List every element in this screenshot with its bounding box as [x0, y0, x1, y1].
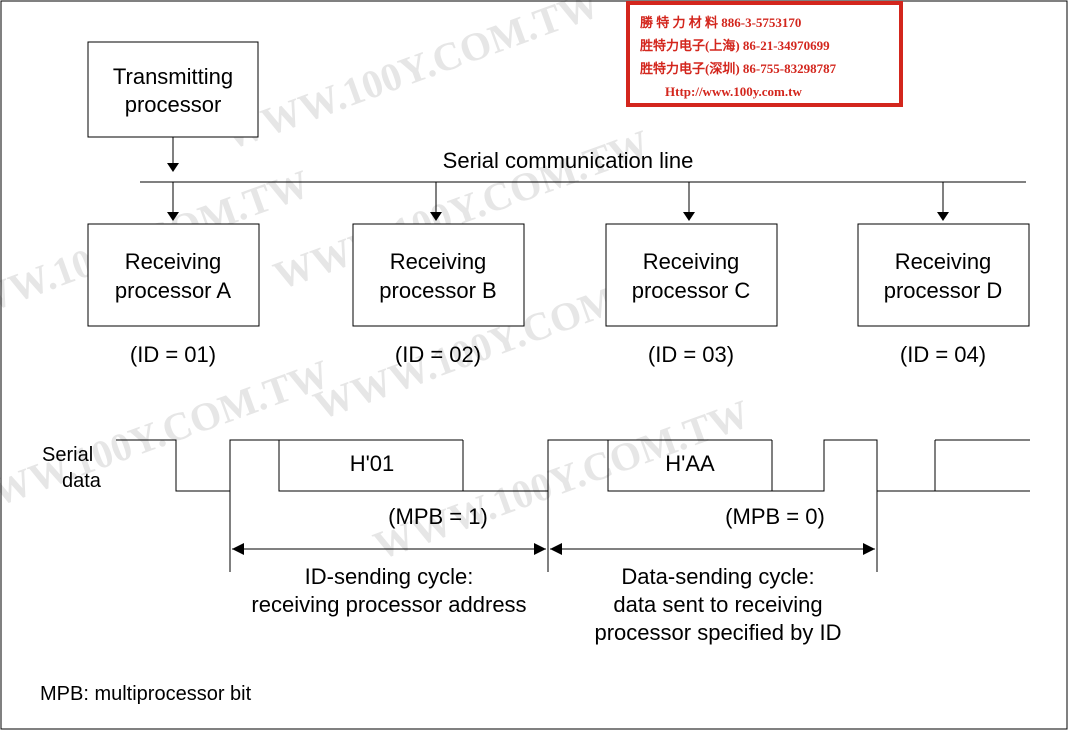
data-cycle-arrow [550, 543, 875, 555]
serial-waveform [116, 439, 935, 492]
waveform-frame-box-2 [608, 439, 773, 491]
stamp-line-1: 勝 特 力 材 料 886-3-5753170 [640, 15, 801, 30]
stamp-border [626, 1, 903, 107]
data-cycle-line2: data sent to receiving [613, 592, 822, 617]
receiver-drops [167, 182, 949, 221]
receiver-box-c [605, 223, 778, 327]
receiver-d-line1: Receiving [895, 249, 992, 274]
receiver-d-id: (ID = 04) [900, 342, 986, 367]
mpb-legend: MPB: multiprocessor bit [40, 683, 252, 705]
receiver-c-line2: processor C [632, 278, 751, 303]
waveform-next-frame [934, 439, 1030, 492]
receiver-b-id: (ID = 02) [395, 342, 481, 367]
serial-data-label-line1: Serial [42, 444, 93, 466]
svg-text:WWW.100Y.COM.TW: WWW.100Y.COM.TW [218, 0, 605, 158]
data-cycle-line3: processor specified by ID [595, 620, 842, 645]
receiver-a-line2: processor A [115, 278, 231, 303]
stamp-line-2: 胜特力电子(上海) 86-21-34970699 [640, 38, 830, 53]
transmitter-label-line2: processor [125, 92, 222, 117]
receiver-d-line2: processor D [884, 278, 1003, 303]
bus-label: Serial communication line [443, 148, 694, 173]
svg-text:WWW.100Y.COM.TW: WWW.100Y.COM.TW [368, 391, 755, 569]
id-cycle-line1: ID-sending cycle: [305, 564, 474, 589]
company-stamp: 勝 特 力 材 料 886-3-5753170 胜特力电子(上海) 86-21-… [626, 1, 903, 107]
stamp-line-3: 胜特力电子(深圳) 86-755-83298787 [640, 61, 837, 76]
receiver-b-line2: processor B [379, 278, 496, 303]
receiver-a-id: (ID = 01) [130, 342, 216, 367]
transmitter-label-line1: Transmitting [113, 64, 233, 89]
frame2-value: H'AA [665, 451, 715, 476]
stamp-line-4: Http://www.100y.com.tw [665, 84, 802, 99]
data-cycle-line1: Data-sending cycle: [621, 564, 814, 589]
frame2-mpb: (MPB = 0) [725, 504, 825, 529]
serial-data-label-line2: data [62, 470, 102, 492]
receiver-box-b [352, 223, 525, 327]
receiver-c-line1: Receiving [643, 249, 740, 274]
frame1-mpb: (MPB = 1) [388, 504, 488, 529]
transmitter-box [87, 41, 259, 138]
receiver-box-a [87, 223, 260, 327]
transmitter-arrowhead [167, 163, 179, 172]
frame1-value: H'01 [350, 451, 395, 476]
id-cycle-arrow [232, 543, 546, 555]
receiver-b-line1: Receiving [390, 249, 487, 274]
waveform-frame-box-1 [279, 439, 464, 491]
receiver-c-id: (ID = 03) [648, 342, 734, 367]
id-cycle-line2: receiving processor address [251, 592, 526, 617]
receiver-box-d [857, 223, 1030, 327]
receiver-a-line1: Receiving [125, 249, 222, 274]
